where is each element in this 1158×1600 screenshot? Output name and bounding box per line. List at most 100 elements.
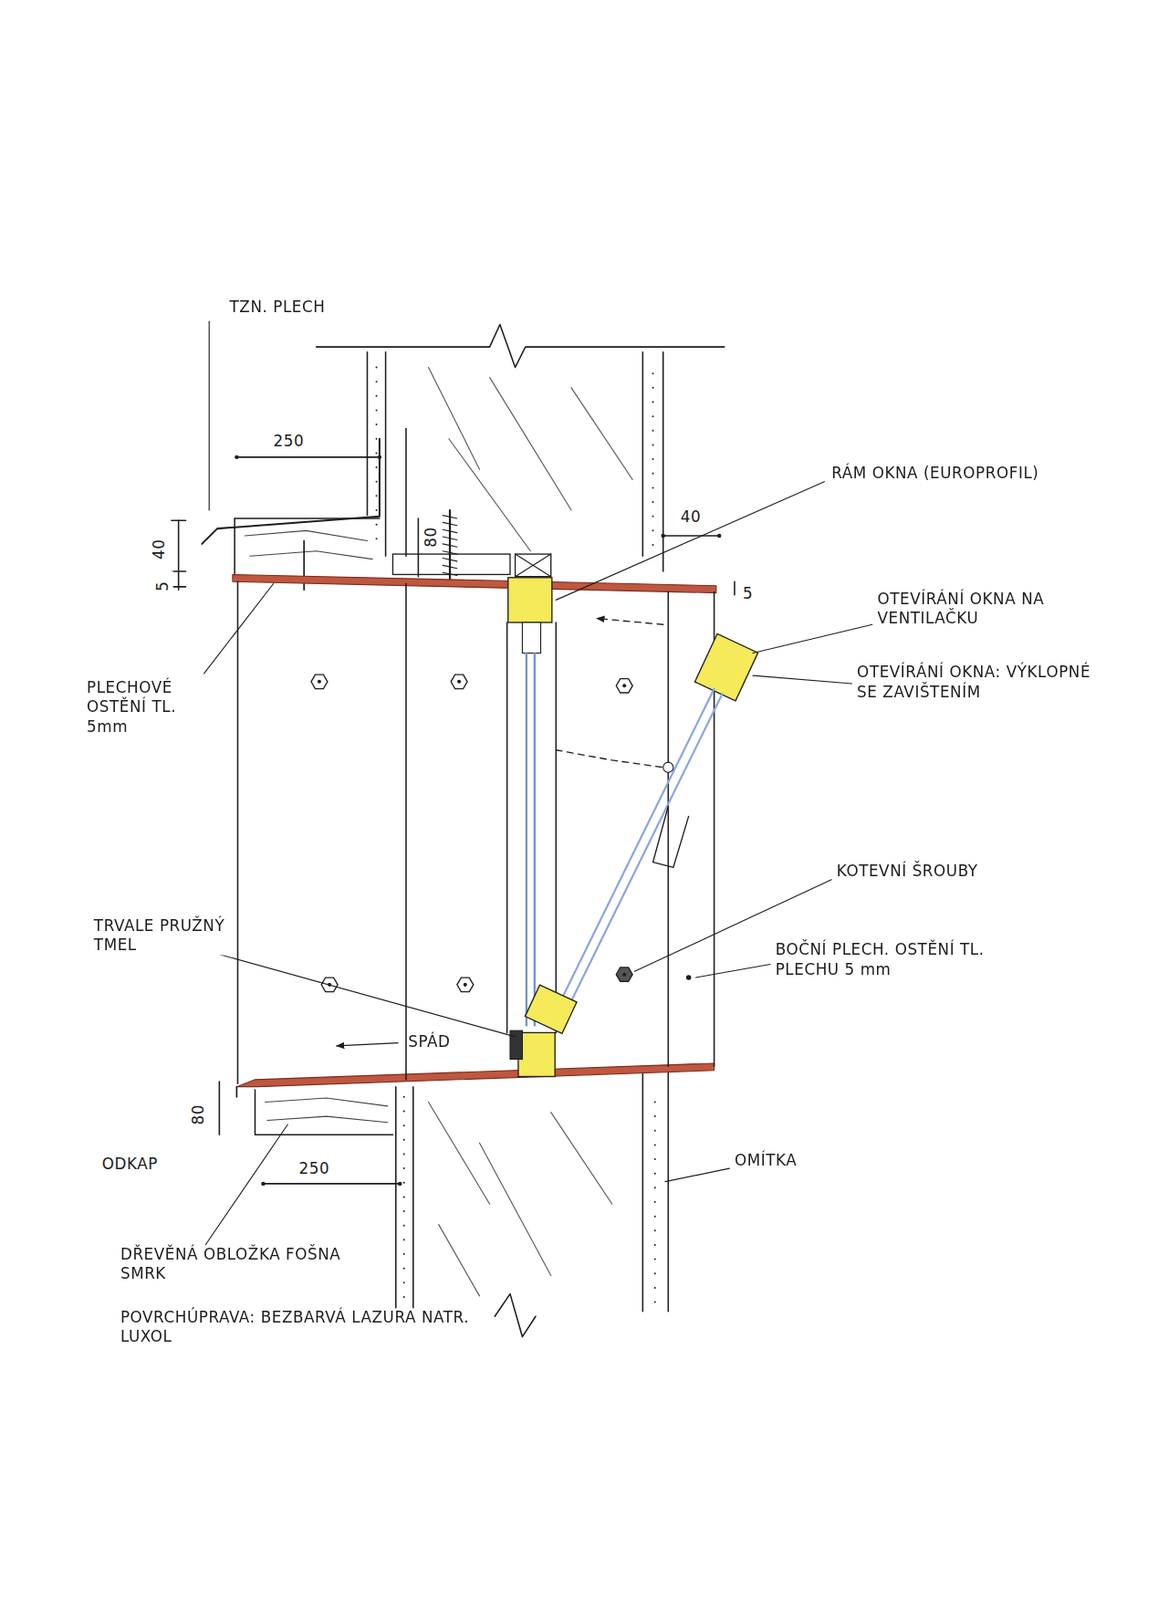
plaster-dot	[403, 1195, 406, 1198]
annotation-label: DŘEVĚNÁ OBLOŽKA FOŠNA SMRK	[120, 1244, 355, 1284]
glass-hatch	[438, 1224, 480, 1296]
glass-pane	[525, 653, 528, 1026]
screw-thread	[442, 521, 458, 525]
glass-hatch	[551, 1112, 613, 1205]
seal-hatch	[515, 553, 552, 577]
wall-line	[662, 352, 665, 572]
anchor-bolt	[450, 674, 468, 689]
wood-lining	[234, 517, 380, 520]
plaster-dot	[375, 466, 378, 469]
sash-open-bottom	[524, 984, 577, 1033]
dimension-tick	[397, 1181, 402, 1186]
leader-line	[695, 964, 771, 979]
plaster-dot	[654, 1172, 657, 1175]
screw-thread	[442, 543, 458, 547]
plaster-dot	[652, 415, 655, 418]
plaster-dot	[652, 515, 655, 518]
break-line	[494, 1293, 536, 1337]
plaster-dot	[403, 1167, 406, 1169]
plaster-dot	[403, 1181, 406, 1184]
insulation-strip	[392, 553, 511, 574]
sash-glass	[569, 693, 723, 1005]
window-frame-top	[508, 577, 553, 623]
plaster-dot	[654, 1115, 657, 1117]
wood-lining	[255, 1089, 394, 1135]
plaster-dot	[403, 1138, 406, 1141]
screw-thread	[442, 536, 458, 540]
frame-seal	[515, 553, 552, 577]
annotation-label: PLECHOVÉ OSTĚNÍ TL. 5mm	[86, 678, 215, 736]
leader-line	[204, 583, 274, 673]
plaster-dot	[654, 1272, 657, 1274]
screw-thread	[442, 529, 458, 533]
dimension-label: 5	[742, 584, 763, 605]
annotation-label: POVRCHÚPRAVA: BEZBARVÁ LAZURA NATR. LUXO…	[120, 1307, 488, 1346]
plaster-dot	[375, 408, 378, 411]
bolt-center	[463, 982, 468, 987]
screw-thread	[442, 551, 458, 554]
dimension-line	[236, 456, 380, 459]
plaster-dot	[403, 1267, 406, 1270]
screw-thread	[442, 515, 458, 519]
screw-thread	[442, 572, 458, 575]
sash-open-top	[694, 633, 758, 700]
plaster-dot	[654, 1100, 657, 1103]
dimension-line	[262, 1182, 400, 1185]
dimension-tick	[234, 455, 239, 460]
bolt-center	[317, 679, 322, 684]
plaster-dot	[652, 500, 655, 503]
plaster-dot	[403, 1124, 406, 1127]
dimension-label: 5	[153, 570, 173, 591]
glass-hatch	[428, 1101, 491, 1204]
sill-sheet	[236, 1063, 714, 1087]
anchor-bolt	[457, 977, 474, 992]
dimension-tick	[377, 455, 382, 460]
annotation-label: OMÍTKA	[734, 1150, 827, 1170]
dimension-label: 40	[680, 508, 712, 528]
annotation-label: TZN. PLECH	[229, 297, 374, 317]
glass-hatch	[490, 377, 572, 511]
plaster-dot	[652, 529, 655, 532]
wall-line	[642, 352, 645, 557]
dimension-tick	[171, 570, 187, 573]
wall-line	[405, 428, 407, 557]
leader-line	[204, 1124, 289, 1247]
annotation-label: SPÁD	[407, 1032, 470, 1052]
plaster-dot	[375, 509, 378, 512]
wood-lining	[233, 518, 236, 577]
glazing-bead	[521, 622, 541, 654]
dimension-tick	[660, 533, 665, 538]
leader-line	[208, 321, 210, 511]
plaster-dot	[654, 1243, 657, 1246]
plaster-dot	[403, 1095, 406, 1098]
annotation-label: TRVALE PRUŽNÝ TMEL	[93, 916, 232, 955]
plaster-dot	[375, 494, 378, 497]
plaster-dot	[375, 438, 378, 440]
dimension-label: 250	[299, 1158, 361, 1179]
dimension-tick	[171, 519, 187, 522]
dimension-line	[417, 518, 420, 577]
plaster-dot	[654, 1158, 657, 1160]
screw	[448, 510, 451, 584]
plaster-dot	[654, 1286, 657, 1289]
wood-grain	[250, 551, 373, 560]
leader-line	[555, 481, 825, 601]
plaster-dot	[652, 458, 655, 460]
dimension-label: 80	[421, 516, 441, 548]
plaster-dot	[652, 372, 655, 375]
wood-grain	[265, 1097, 388, 1106]
dimension-tick	[171, 585, 187, 588]
dimension-label: 40	[149, 531, 169, 560]
plaster-dot	[652, 386, 655, 389]
annotation-label: BOČNÍ PLECH. OSTĚNÍ TL. PLECHU 5 mm	[775, 940, 1052, 980]
slope-arrow	[336, 1043, 398, 1046]
sash-glass	[561, 688, 715, 1001]
bolt-center	[622, 683, 626, 688]
wall-line	[642, 1069, 645, 1312]
plaster-dot	[375, 451, 378, 454]
bolt-center	[457, 679, 461, 684]
anchor-bolt	[615, 678, 633, 693]
wood-grain	[267, 1116, 388, 1123]
wall-line	[385, 352, 387, 557]
drip-edge	[236, 1086, 239, 1097]
